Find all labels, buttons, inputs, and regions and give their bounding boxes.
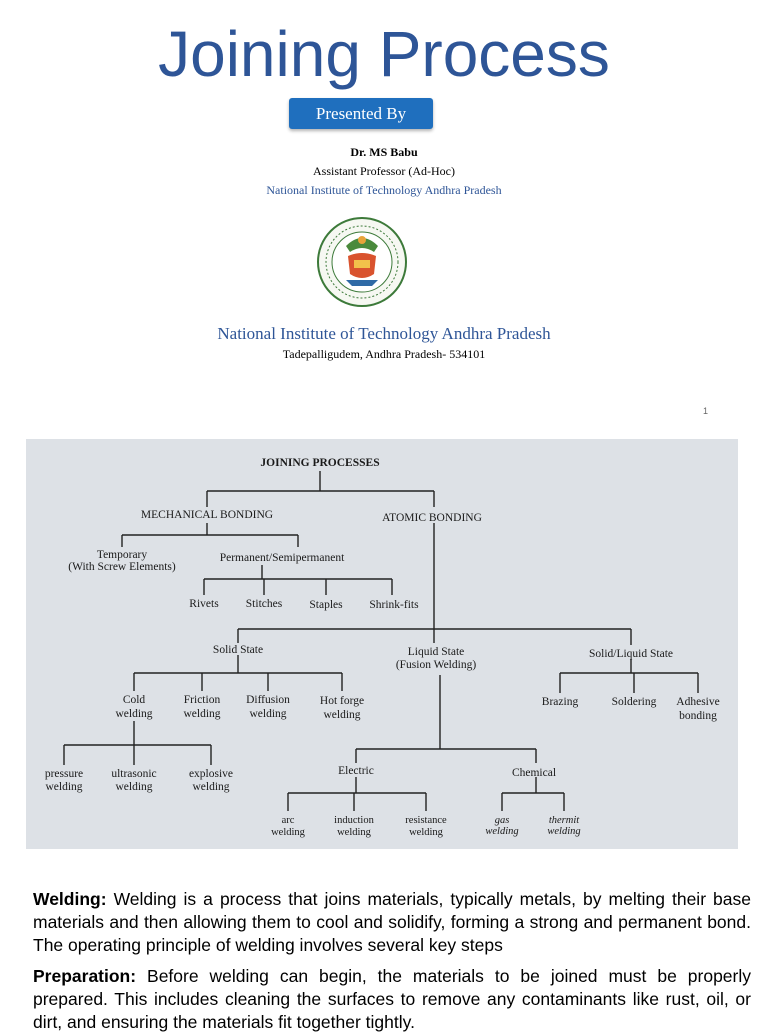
node-rivets: Rivets [189, 598, 219, 610]
node-temporary: Temporary [97, 549, 148, 561]
welding-paragraph: Welding: Welding is a process that joins… [33, 888, 751, 957]
node-adhesive: Adhesive [676, 696, 719, 708]
node-friction-sub: welding [183, 708, 220, 720]
node-ultrasonic: ultrasonic [111, 768, 156, 780]
node-permanent: Permanent/Semipermanent [220, 552, 345, 564]
node-hotforge: Hot forge [320, 695, 364, 707]
preparation-text: Before welding can begin, the materials … [33, 966, 751, 1032]
institute-name: National Institute of Technology Andhra … [217, 324, 551, 343]
node-electric: Electric [338, 765, 374, 777]
node-explosive: explosive [189, 768, 233, 780]
node-diffusion-sub: welding [249, 708, 286, 720]
node-pressure-sub: welding [45, 781, 82, 793]
node-diffusion: Diffusion [246, 694, 290, 706]
node-gas: gas [495, 815, 510, 826]
welding-text: Welding is a process that joins material… [33, 889, 751, 955]
classification-tree: JOINING PROCESSES MECHANICAL BONDING ATO… [45, 457, 720, 838]
author-name: Dr. MS Babu [350, 145, 418, 159]
institute-address: Tadepalligudem, Andhra Pradesh- 534101 [282, 347, 486, 361]
node-stitches: Stitches [246, 598, 283, 610]
node-ultrasonic-sub: welding [115, 781, 152, 793]
node-friction: Friction [184, 694, 221, 706]
node-induction: induction [334, 815, 374, 826]
node-mechanical: MECHANICAL BONDING [141, 509, 273, 521]
node-temporary-sub: (With Screw Elements) [68, 561, 176, 573]
node-gas-sub: welding [485, 826, 518, 837]
node-liquid-state: Liquid State [408, 646, 465, 658]
node-induction-sub: welding [337, 827, 372, 838]
node-shrink-fits: Shrink-fits [369, 599, 419, 611]
node-root: JOINING PROCESSES [260, 457, 379, 469]
node-pressure: pressure [45, 768, 83, 780]
author-role: Assistant Professor (Ad-Hoc) [313, 164, 455, 178]
page-title: Joining Process [158, 18, 610, 90]
node-soldering: Soldering [612, 696, 657, 708]
node-chemical: Chemical [512, 767, 556, 779]
node-thermit-sub: welding [547, 826, 580, 837]
node-arc: arc [282, 815, 295, 826]
node-atomic: ATOMIC BONDING [382, 512, 482, 524]
welding-heading: Welding: [33, 889, 107, 909]
author-institute: National Institute of Technology Andhra … [266, 183, 502, 197]
node-arc-sub: welding [271, 827, 306, 838]
node-hotforge-sub: welding [323, 709, 360, 721]
node-staples: Staples [309, 599, 343, 611]
institute-logo-icon [317, 217, 407, 307]
preparation-heading: Preparation: [33, 966, 137, 986]
node-adhesive-sub: bonding [679, 710, 717, 722]
node-liquid-state-sub: (Fusion Welding) [396, 659, 476, 671]
node-solid-liquid: Solid/Liquid State [589, 648, 673, 660]
node-brazing: Brazing [542, 696, 579, 708]
node-resistance: resistance [405, 815, 447, 826]
node-explosive-sub: welding [192, 781, 229, 793]
joining-processes-diagram: JOINING PROCESSES MECHANICAL BONDING ATO… [26, 439, 738, 849]
node-resistance-sub: welding [409, 827, 444, 838]
node-cold-sub: welding [115, 708, 152, 720]
node-solid-state: Solid State [213, 644, 263, 656]
node-thermit: thermit [549, 815, 580, 826]
node-cold: Cold [123, 694, 146, 706]
page-number: 1 [703, 406, 709, 416]
presented-by-badge: Presented By [289, 98, 433, 129]
